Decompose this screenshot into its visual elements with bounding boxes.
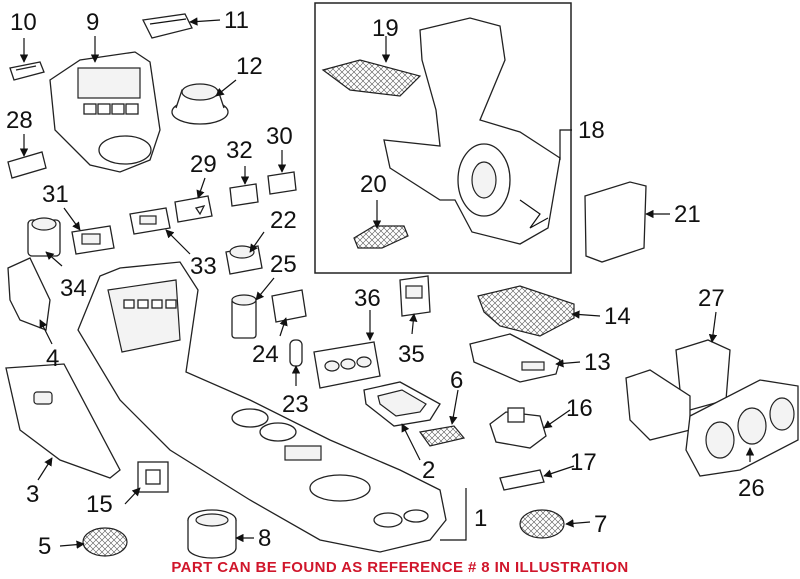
callout-36[interactable]: 36: [354, 285, 381, 312]
callout-2[interactable]: 2: [422, 457, 435, 484]
part-5-mesh-pad[interactable]: [82, 527, 128, 557]
callout-26[interactable]: 26: [738, 475, 765, 502]
part-15-clip[interactable]: [137, 461, 169, 493]
part-9-switch-bezel[interactable]: [49, 51, 161, 173]
callout-1[interactable]: 1: [474, 505, 487, 532]
part-25-lighter-socket[interactable]: [231, 294, 257, 339]
part-23-bulb[interactable]: [289, 339, 303, 367]
part-13-tray-lid[interactable]: [469, 333, 561, 383]
part-16-bracket[interactable]: [489, 407, 547, 449]
callout-23[interactable]: 23: [282, 391, 309, 418]
part-7-mesh-pad[interactable]: [519, 509, 565, 539]
part-19-mesh-mat[interactable]: [321, 59, 422, 97]
part-28-switch[interactable]: [7, 151, 47, 179]
part-22-switch[interactable]: [225, 245, 263, 275]
callout-34[interactable]: 34: [60, 275, 87, 302]
part-31-switch[interactable]: [71, 225, 115, 255]
callout-25[interactable]: 25: [270, 251, 297, 278]
callout-14[interactable]: 14: [604, 303, 631, 330]
callout-13[interactable]: 13: [584, 349, 611, 376]
part-18-armrest[interactable]: [383, 17, 561, 245]
callout-19[interactable]: 19: [372, 15, 399, 42]
callout-17[interactable]: 17: [570, 449, 597, 476]
callout-3[interactable]: 3: [26, 481, 39, 508]
part-12-shift-boot[interactable]: [171, 83, 229, 125]
callout-6[interactable]: 6: [450, 367, 463, 394]
leader-lines: [19, 17, 755, 549]
part-11-trim-strip[interactable]: [142, 13, 193, 39]
callout-30[interactable]: 30: [266, 123, 293, 150]
part-6-mesh-pad[interactable]: [418, 425, 466, 447]
callout-20[interactable]: 20: [360, 171, 387, 198]
callout-16[interactable]: 16: [566, 395, 593, 422]
callout-9[interactable]: 9: [86, 9, 99, 36]
armrest-inset-frame: [314, 2, 572, 274]
part-20-mesh-pad[interactable]: [353, 225, 409, 249]
part-2-trim-ring[interactable]: [363, 381, 441, 427]
callout-24[interactable]: 24: [252, 341, 279, 368]
part-33-switch[interactable]: [129, 207, 171, 235]
callout-28[interactable]: 28: [6, 107, 33, 134]
part-8-cup-insert[interactable]: [187, 509, 237, 559]
part-29-switch[interactable]: [174, 195, 213, 223]
callout-8[interactable]: 8: [258, 525, 271, 552]
part-35-connector[interactable]: [399, 275, 431, 317]
part-1-center-console[interactable]: [77, 261, 447, 553]
part-10-clip[interactable]: [9, 61, 45, 81]
part-34-socket[interactable]: [27, 217, 61, 257]
part-3-side-panel[interactable]: [5, 363, 121, 479]
callout-5[interactable]: 5: [38, 533, 51, 560]
callout-12[interactable]: 12: [236, 53, 263, 80]
callout-31[interactable]: 31: [42, 181, 69, 208]
callout-7[interactable]: 7: [594, 511, 607, 538]
callout-11[interactable]: 11: [224, 7, 249, 34]
part-4-bracket[interactable]: [7, 257, 51, 331]
part-26-climate-control[interactable]: [625, 369, 799, 477]
part-17-trim-strip[interactable]: [499, 469, 545, 491]
callout-15[interactable]: 15: [86, 491, 113, 518]
callout-29[interactable]: 29: [190, 151, 217, 178]
part-24-switch[interactable]: [271, 289, 307, 323]
callout-35[interactable]: 35: [398, 341, 425, 368]
part-32-switch[interactable]: [229, 183, 259, 207]
part-36-control-bezel[interactable]: [313, 341, 381, 389]
callout-21[interactable]: 21: [674, 201, 701, 228]
callout-22[interactable]: 22: [270, 207, 297, 234]
callout-33[interactable]: 33: [190, 253, 217, 280]
callout-4[interactable]: 4: [46, 345, 59, 372]
callout-18[interactable]: 18: [578, 117, 605, 144]
callout-32[interactable]: 32: [226, 137, 253, 164]
part-21-lid[interactable]: [584, 181, 647, 263]
callout-27[interactable]: 27: [698, 285, 725, 312]
part-14-mesh-mat[interactable]: [477, 285, 575, 337]
reference-note: PART CAN BE FOUND AS REFERENCE # 8 IN IL…: [171, 559, 628, 576]
part-30-switch[interactable]: [267, 171, 297, 195]
callout-10[interactable]: 10: [10, 9, 37, 36]
callout-labels: 10 9 11 12 28 29 32 30 31 22 33 34 25 4 …: [6, 7, 765, 560]
